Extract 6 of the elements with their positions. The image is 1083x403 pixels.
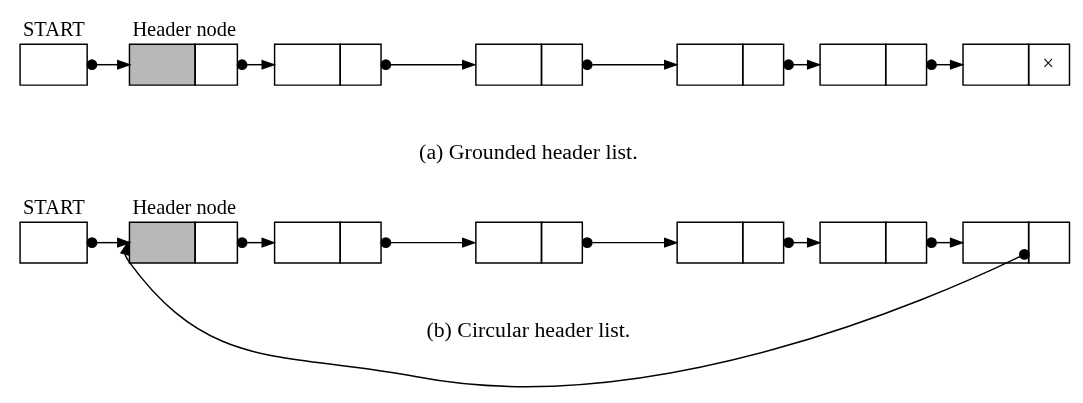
node-label: START bbox=[22, 195, 85, 218]
label: (a) Grounded header list. bbox=[419, 139, 638, 164]
node-label: Header node bbox=[132, 17, 237, 40]
node-label: Header node bbox=[132, 195, 237, 218]
node-label: START bbox=[22, 17, 85, 40]
label: (b) Circular header list. bbox=[426, 317, 631, 342]
